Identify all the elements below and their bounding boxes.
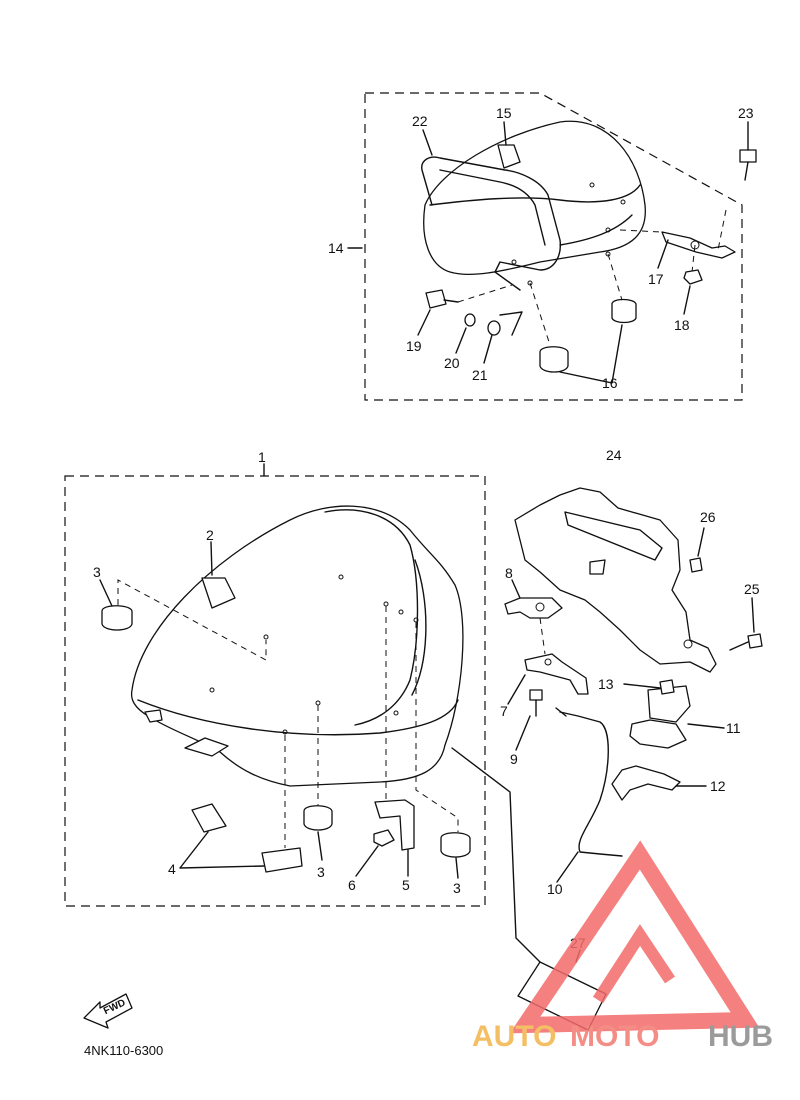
washer-21 <box>487 320 501 336</box>
clip-15 <box>497 144 521 169</box>
callout-9: 9 <box>510 751 518 767</box>
callout-21: 21 <box>472 367 488 383</box>
callout-3b: 3 <box>317 864 325 880</box>
lock-11 <box>629 719 687 749</box>
part-code: 4NK110-6300 <box>84 1043 163 1058</box>
callout-3a: 3 <box>93 564 101 580</box>
seat-tab <box>184 737 229 757</box>
bolt-19 <box>425 289 447 309</box>
callout-10: 10 <box>547 881 563 897</box>
callout-18: 18 <box>674 317 690 333</box>
clip-4a <box>191 803 227 833</box>
callout-13: 13 <box>598 676 614 692</box>
damper-3-middle <box>303 805 333 831</box>
callout-8: 8 <box>505 565 513 581</box>
nut-18 <box>683 269 703 285</box>
main-seat-part <box>130 505 464 787</box>
callout-14: 14 <box>328 240 344 256</box>
callout-5: 5 <box>402 877 410 893</box>
callout-16: 16 <box>602 375 618 391</box>
callout-labels: 1 2 3 3 3 4 5 6 7 8 9 10 11 12 13 14 15 … <box>93 105 760 951</box>
callout-25: 25 <box>744 581 760 597</box>
lock-11-top <box>647 685 691 723</box>
callout-3c: 3 <box>453 880 461 896</box>
callout-11: 11 <box>726 720 741 736</box>
fwd-arrow: FWD <box>83 993 133 1029</box>
bolt-25 <box>747 633 763 649</box>
group-1-boundary <box>64 475 486 907</box>
bolt-13 <box>659 679 675 695</box>
bracket-8 <box>504 597 563 619</box>
watermark: AUTO MOTO HUB <box>472 840 773 1053</box>
damper-16a <box>611 298 637 324</box>
main-seat-group <box>64 463 486 907</box>
watermark-text-part3: HUB <box>708 1020 773 1053</box>
watermark-logo-inner-icon <box>592 924 675 1004</box>
cover-hole <box>589 559 606 575</box>
callout-17: 17 <box>648 271 664 287</box>
damper-16b <box>539 346 569 373</box>
damper-3-left <box>101 605 133 631</box>
bolt-23 <box>739 149 757 163</box>
callout-2: 2 <box>206 527 214 543</box>
lever-12 <box>611 765 681 801</box>
callout-22: 22 <box>412 113 428 129</box>
group-14-boundary <box>364 92 743 401</box>
watermark-logo-icon <box>509 840 760 1034</box>
right-parts-group <box>451 487 763 1031</box>
washer-20 <box>464 313 476 327</box>
bracket-5 <box>374 799 415 851</box>
callout-26: 26 <box>700 509 716 525</box>
seat-tab-small <box>144 709 163 723</box>
callout-23: 23 <box>738 105 754 121</box>
bolt-9 <box>529 689 543 701</box>
callout-7: 7 <box>500 703 508 719</box>
callout-12: 12 <box>710 778 726 794</box>
nut-6 <box>373 829 395 847</box>
watermark-text-part2: MOTO <box>570 1020 659 1053</box>
clip-2 <box>201 577 236 609</box>
callout-1: 1 <box>258 449 266 465</box>
watermark-text-part1: AUTO <box>472 1020 556 1053</box>
bracket-7 <box>524 653 589 695</box>
callout-20: 20 <box>444 355 460 371</box>
fwd-arrow-icon <box>83 993 133 1029</box>
callout-4: 4 <box>168 861 176 877</box>
callout-24: 24 <box>606 447 622 463</box>
callout-15: 15 <box>496 105 512 121</box>
bolt-26 <box>689 557 703 573</box>
rear-seat-group <box>347 92 757 401</box>
callout-19: 19 <box>406 338 422 354</box>
callout-6: 6 <box>348 877 356 893</box>
cable-10 <box>559 711 623 857</box>
cover-24 <box>514 487 717 673</box>
clip-4b <box>261 847 303 873</box>
backrest-bar <box>421 156 562 291</box>
damper-3-right <box>440 832 471 858</box>
